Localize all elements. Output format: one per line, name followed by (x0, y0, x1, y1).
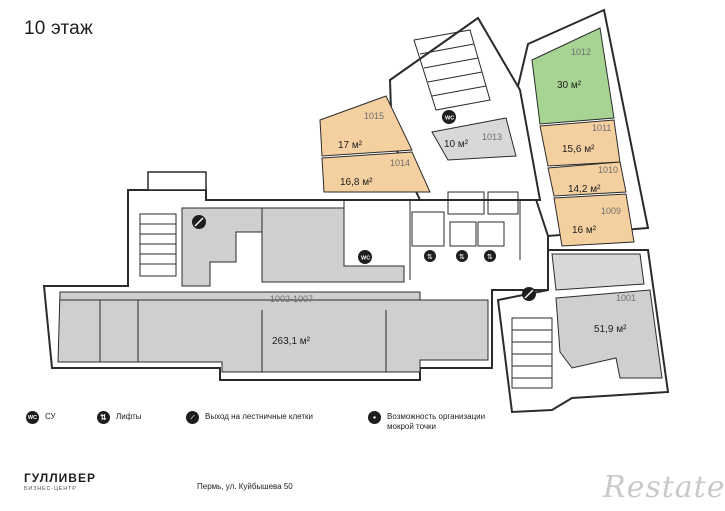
room-1010-shape (547, 161, 627, 197)
room-1014-number: 1014 (390, 158, 410, 168)
lift-icon: ⇅ (424, 250, 436, 262)
address: Пермь, ул. Куйбышева 50 (197, 482, 293, 491)
brand-subtitle: БИЗНЕС-ЦЕНТР (24, 486, 77, 492)
wc-icon: WC (442, 110, 456, 124)
svg-text:WC: WC (445, 116, 454, 122)
room-1002-1007-main (57, 291, 489, 373)
room-1015-area: 17 м² (338, 140, 363, 151)
watermark: Restate (603, 470, 725, 505)
room-1014-shape (321, 151, 431, 193)
legend-water-label: Возможность организации мокрой точки (387, 412, 486, 431)
room-labels: 1012 30 м² 1011 15,6 м² 1010 14,2 м² 100… (270, 47, 636, 347)
floor-title: 10 этаж (24, 18, 93, 39)
svg-text:⇅: ⇅ (427, 253, 433, 261)
stairs-exit-icon (522, 287, 536, 301)
floor-plan: 1012 30 м² 1011 15,6 м² 1010 14,2 м² 100… (42, 8, 670, 414)
lift-icon: ⇅ (97, 411, 110, 424)
room-1010-number: 1010 (598, 165, 618, 175)
wc-icon: WC (26, 411, 39, 424)
room-1002-1007-area: 263,1 м² (272, 336, 311, 347)
room-1013 (431, 117, 517, 161)
room-1002-1007-number: 1002-1007 (270, 294, 313, 304)
room-1014-area: 16,8 м² (340, 177, 373, 188)
room-1009-area: 16 м² (572, 225, 597, 236)
room-1009-shape (553, 193, 635, 247)
room-1011-area: 15,6 м² (562, 144, 595, 155)
room-1012-area: 30 м² (557, 80, 582, 91)
legend-wc: WC СУ (26, 411, 56, 424)
wc-icon: WC (358, 250, 372, 264)
plan-icons: WC WC ⇅ ⇅ ⇅ (192, 110, 536, 301)
legend-water: ● Возможность организации мокрой точки (368, 411, 497, 432)
room-1009-number: 1009 (601, 206, 621, 216)
occupied-rooms (319, 95, 635, 247)
common-areas (57, 117, 663, 379)
room-1001-number: 1001 (616, 293, 636, 303)
brand-name: ГУЛЛИВЕР (24, 471, 96, 485)
water-drop-icon: ● (368, 411, 381, 424)
svg-text:WC: WC (361, 256, 370, 262)
room-1013-area: 10 м² (444, 139, 469, 150)
balcony-outline (147, 171, 207, 191)
room-1013-number: 1013 (482, 132, 502, 142)
room-1011-number: 1011 (592, 123, 611, 133)
svg-text:⇅: ⇅ (459, 253, 465, 261)
lift-icon: ⇅ (456, 250, 468, 262)
room-1001 (555, 289, 663, 379)
legend-stairs-label: Выход на лестничные клетки (205, 412, 313, 421)
legend-lifts: ⇅ Лифты (97, 411, 142, 424)
room-1015-shape (319, 95, 413, 157)
room-1001-area: 51,9 м² (594, 324, 627, 335)
lift-icon: ⇅ (484, 250, 496, 262)
legend-lifts-label: Лифты (116, 412, 142, 421)
stairs-exit-icon (192, 215, 206, 229)
brand-logo: ГУЛЛИВЕР БИЗНЕС-ЦЕНТР (24, 471, 96, 492)
room-1012-number: 1012 (571, 47, 591, 57)
stairs-exit-icon: ⟋ (186, 411, 199, 424)
legend-stairs: ⟋ Выход на лестничные клетки (186, 411, 313, 424)
legend-wc-label: СУ (45, 412, 56, 421)
lobby-right (551, 253, 645, 291)
room-1015-number: 1015 (364, 111, 384, 121)
room-1012-shape[interactable] (531, 27, 615, 125)
svg-text:⇅: ⇅ (487, 253, 493, 261)
partitions (60, 29, 553, 389)
room-1010-area: 14,2 м² (568, 184, 601, 195)
legend: WC СУ ⇅ Лифты ⟋ Выход на лестничные клет… (0, 411, 725, 452)
